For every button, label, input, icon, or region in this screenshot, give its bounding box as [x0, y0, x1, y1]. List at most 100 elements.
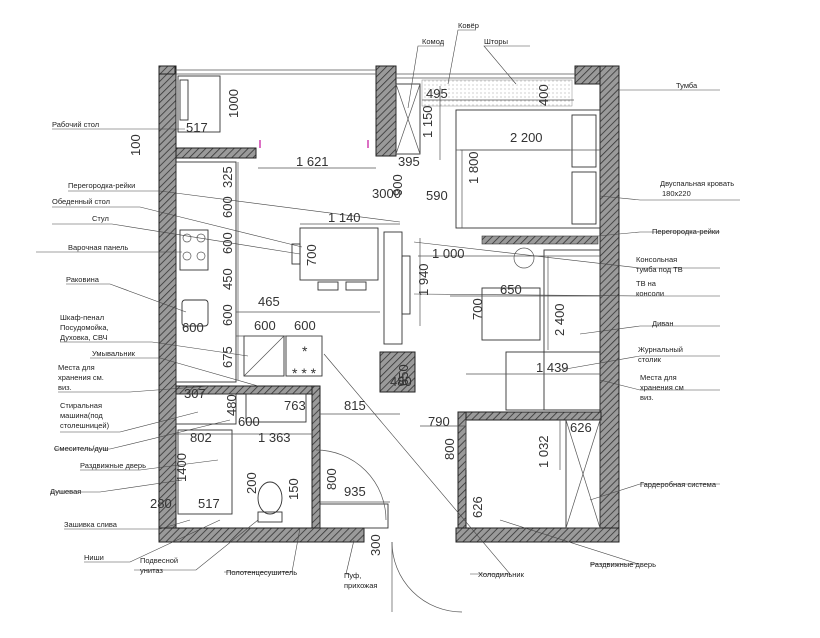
dim-495: 495 [426, 86, 448, 101]
shower [177, 429, 233, 515]
dim-280: 280 [150, 496, 172, 511]
dim-590: 590 [426, 188, 448, 203]
label-rabochiy-stol: Рабочий стол [52, 120, 99, 129]
dim-1150: 1 150 [420, 105, 435, 138]
dimension-lines [176, 86, 600, 503]
svg-text:прихожая: прихожая [344, 581, 377, 590]
label-stul: Стул [92, 214, 109, 223]
dim-800b: 800 [324, 468, 339, 490]
label-divan: Диван [652, 319, 673, 328]
dim-600e: 600 [254, 318, 276, 333]
dim-480: 480 [390, 374, 412, 389]
wall-top-left [158, 65, 176, 75]
svg-text:столешницей): столешницей) [60, 421, 110, 430]
label-razdvizhnye-dver-right: Раздвижные дверь [590, 560, 656, 569]
label-rakovina: Раковина [66, 275, 100, 284]
washing-machine [175, 393, 237, 425]
dim-600g: 600 [238, 414, 260, 429]
wall-bottom-right [455, 527, 620, 543]
dim-100: 100 [128, 134, 143, 156]
svg-text:Посудомойка,: Посудомойка, [60, 323, 109, 332]
label-umyvalnik: Умывальник [92, 349, 136, 358]
dim-3000: 3000 [372, 186, 401, 201]
dim-1000: 1 000 [432, 246, 465, 261]
dim-790: 790 [428, 414, 450, 429]
toilet [257, 481, 283, 515]
label-smesitel: Смеситель/душ [54, 444, 108, 453]
dim-200: 200 [244, 472, 259, 494]
label-peregorodka-reyki-2: Перегородка-рейки [652, 227, 719, 236]
hob [179, 229, 209, 271]
dim-1940: 1 940 [416, 263, 431, 296]
wall-garderob-top [465, 411, 602, 421]
label-tumba: Тумба [676, 81, 698, 90]
label-varochnaya-panel: Варочная панель [68, 243, 128, 252]
label-razdvizhnye-dver-left: Раздвижные дверь [80, 461, 146, 470]
dim-600b: 600 [220, 232, 235, 254]
label-mesta-left: Места для [58, 363, 95, 372]
label-zashivka: Зашивка слива [64, 520, 118, 529]
wall-bottom-left [158, 527, 365, 543]
dim-1363: 1 363 [258, 430, 291, 445]
dim-1439: 1 439 [536, 360, 569, 375]
label-obedenniy-stol: Обеденный стол [52, 197, 110, 206]
dim-626: 626 [570, 420, 592, 435]
svg-text:тумба под ТВ: тумба под ТВ [636, 265, 683, 274]
dim-600c: 600 [220, 304, 235, 326]
coffee-table [481, 287, 541, 341]
wardrobe [565, 419, 601, 529]
svg-text:виз.: виз. [640, 393, 654, 402]
dim-400: 400 [536, 84, 551, 106]
washbasin [245, 393, 307, 423]
wall-study-bottom [175, 147, 257, 159]
tv-console [383, 231, 403, 345]
dim-1800: 1 800 [466, 151, 481, 184]
label-krovat: Двуспальная кровать [660, 179, 734, 188]
dim-307: 307 [184, 386, 206, 401]
label-kover: Ковёр [458, 21, 479, 30]
svg-text:хранения см: хранения см [640, 383, 684, 392]
dim-1000t: 1000 [226, 89, 241, 118]
annotation-labels: Комод Ковёр Шторы Тумба Рабочий стол Пер… [50, 21, 734, 590]
komod [395, 83, 421, 155]
label-podvesnoy: Подвесной [140, 556, 178, 565]
svg-text:180х220: 180х220 [662, 189, 691, 198]
svg-text:консоли: консоли [636, 289, 664, 298]
label-shkaf-penal: Шкаф-пенал [60, 313, 104, 322]
entry-door [315, 449, 387, 521]
label-peregorodka-reyki-1: Перегородка-рейки [68, 181, 135, 190]
dim-900: 900 [390, 174, 405, 196]
wall-center-column [375, 65, 397, 157]
fridge [319, 503, 389, 529]
dim-465: 465 [258, 294, 280, 309]
dim-2200: 2 200 [510, 130, 543, 145]
dim-480b: 480 [224, 394, 239, 416]
sink [181, 299, 209, 327]
svg-text:Духовка, СВЧ: Духовка, СВЧ [60, 333, 108, 342]
dim-325: 325 [220, 166, 235, 188]
label-komod: Комод [422, 37, 445, 46]
dim-700r: 700 [470, 298, 485, 320]
double-bed [455, 109, 601, 229]
dim-1400: 1400 [174, 453, 189, 482]
label-nishi: Ниши [84, 553, 104, 562]
dim-600f: 600 [294, 318, 316, 333]
dim-600a: 600 [220, 196, 235, 218]
label-zhurnalny: Журнальный [638, 345, 683, 354]
label-puf: Пуф, [344, 571, 361, 580]
label-holodilnik: Холодильник [478, 570, 525, 579]
svg-text:столик: столик [638, 355, 662, 364]
svg-text:виз.: виз. [58, 383, 72, 392]
work-desk [177, 75, 221, 133]
svg-text:хранения см.: хранения см. [58, 373, 104, 382]
dimension-values: 495 400 1 150 2 200 1 800 395 1 621 900 … [128, 84, 592, 556]
label-dushevaya: Душевая [50, 487, 81, 496]
svg-text:машина(под: машина(под [60, 411, 103, 420]
dim-650: 650 [500, 282, 522, 297]
label-mesta-right: Места для [640, 373, 677, 382]
dim-802: 802 [190, 430, 212, 445]
partition-slats [481, 235, 599, 245]
windows [175, 69, 575, 79]
dim-700k: 700 [304, 244, 319, 266]
dim-300: 300 [368, 534, 383, 556]
